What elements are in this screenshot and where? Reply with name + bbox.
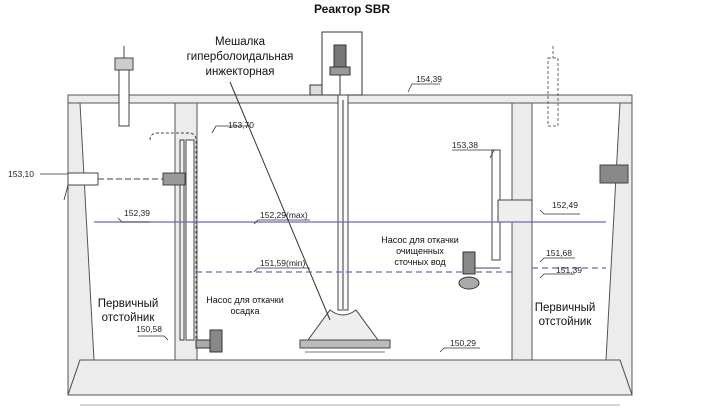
elev-right-mid: 151,68	[546, 248, 572, 258]
left-riser-pipe	[149, 132, 197, 341]
elev-right-low: 151,39	[556, 265, 582, 275]
left-tank-label-line-1: Первичный	[98, 298, 159, 310]
mixer-label-line-1: Мешалка	[215, 36, 266, 48]
elev-top-slab: 154,39	[416, 74, 442, 84]
left-tank-label: Первичный отстойник	[98, 298, 159, 324]
left-tank-label-line-2: отстойник	[102, 312, 156, 324]
elev-right-pipe-top: 153,38	[452, 140, 478, 150]
right-tank-label: Первичный отстойник	[535, 302, 596, 328]
right-vent-stack	[547, 46, 559, 127]
sludge-pump	[195, 329, 223, 353]
mixer-label-line-3: инжекторная	[206, 66, 275, 78]
mixer-leader	[229, 81, 331, 321]
elev-center-bottom: 150,29	[450, 338, 476, 348]
elev-left-pipe-top: 153,70	[228, 120, 254, 130]
mixer-shaft	[299, 94, 391, 353]
pump-clean-label-line-1: Насос для откачки	[381, 235, 459, 245]
mixer-label-line-2: гиперболоидальная	[187, 51, 294, 63]
right-outlet	[599, 164, 629, 184]
pump-sludge-label: Насос для откачки осадка	[206, 295, 284, 316]
pump-clean-label-line-2: очищенных	[396, 246, 444, 256]
water-levels	[94, 221, 606, 273]
elev-inlet: 153,10	[8, 169, 34, 179]
elev-right-level: 152,49	[552, 200, 578, 210]
left-vent-stack	[114, 46, 134, 127]
clean-water-pump	[458, 251, 500, 290]
diagram-title: Реактор SBR	[314, 2, 390, 16]
pump-clean-label-line-3: сточных вод	[394, 257, 446, 267]
elev-max-level: 152,29(max)	[260, 210, 308, 220]
elev-left-level: 152,39	[124, 208, 150, 218]
pump-sludge-label-line-2: осадка	[231, 306, 260, 316]
right-tank-label-line-1: Первичный	[535, 302, 596, 314]
mixer-label: Мешалка гиперболоидальная инжекторная	[187, 36, 294, 78]
elev-left-bottom: 150,58	[136, 324, 162, 334]
pump-clean-label: Насос для откачки очищенных сточных вод	[381, 235, 459, 267]
inlet-pipe	[67, 172, 186, 186]
elevation-markers	[40, 83, 580, 353]
elev-min-level: 151,59(min)	[260, 258, 306, 268]
pump-sludge-label-line-1: Насос для откачки	[206, 295, 284, 305]
mixer-drive	[309, 31, 363, 96]
right-tank-label-line-2: отстойник	[539, 316, 593, 328]
